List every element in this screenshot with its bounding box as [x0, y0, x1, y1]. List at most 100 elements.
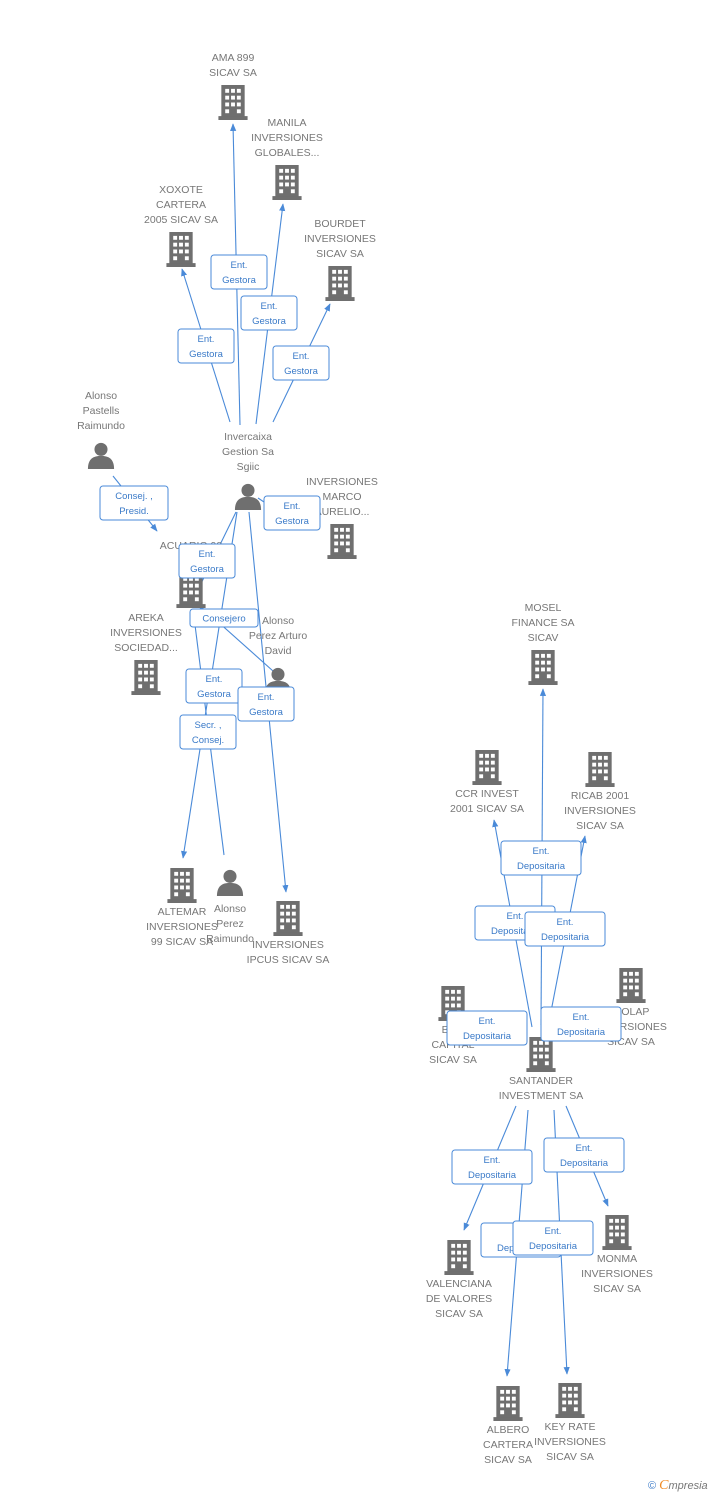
- edge-label-text: Depositaria: [541, 932, 590, 943]
- node-label-line: IPCUS SICAV SA: [247, 954, 330, 966]
- edge-label-box[interactable]: Ent.Gestora: [240, 295, 298, 331]
- edge-label-box[interactable]: Ent.Depositaria: [500, 840, 582, 876]
- edge-label-frame: [543, 1137, 625, 1173]
- edge-label-box[interactable]: Consejero: [189, 608, 259, 628]
- edge-label-text: Ent.: [199, 549, 216, 560]
- node-label-line: ALTEMAR: [158, 906, 207, 918]
- node-label-line: SICAV SA: [593, 1283, 641, 1295]
- node-manila[interactable]: MANILAINVERSIONESGLOBALES...: [251, 117, 323, 200]
- building-icon: [444, 1240, 474, 1275]
- edge-label-text: Gestora: [249, 707, 284, 718]
- node-label-line: INVERSIONES: [581, 1268, 653, 1280]
- edge-label-text: Ent.: [573, 1012, 590, 1023]
- edge-label-box[interactable]: Ent.Gestora: [210, 254, 268, 290]
- edge-label-box[interactable]: Ent. Depositaria: [524, 911, 606, 947]
- edge-label-box[interactable]: Ent.Depositaria: [543, 1137, 625, 1173]
- node-label-line: SICAV SA: [576, 820, 624, 832]
- node-label-line: RICAB 2001: [571, 790, 630, 802]
- brand-logo-initial: C: [659, 1478, 669, 1493]
- node-label-line: MONMA: [597, 1253, 637, 1265]
- edge-label-box[interactable]: Ent.Gestora: [237, 686, 295, 722]
- edge-label-text: Ent.: [284, 501, 301, 512]
- node-label-line: 2005 SICAV SA: [144, 214, 218, 226]
- node-areka[interactable]: AREKAINVERSIONESSOCIEDAD...: [110, 612, 182, 695]
- node-label-line: AMA 899: [212, 52, 255, 64]
- edge-label-text: Ent.: [198, 334, 215, 345]
- edge-label-text: Presid.: [119, 506, 149, 517]
- edge-label-box[interactable]: Ent. Gestora: [178, 543, 236, 579]
- edge-label-text: Gestora: [275, 516, 310, 527]
- node-label-line: Alonso: [262, 615, 294, 627]
- person-icon: [234, 483, 262, 510]
- building-icon: [166, 232, 196, 267]
- edge-label-text: Ent.: [557, 917, 574, 928]
- edge-label-frame: [540, 1006, 622, 1042]
- node-label-line: Perez Arturo: [249, 630, 308, 642]
- edge-label-box[interactable]: Ent.Depositaria: [540, 1006, 622, 1042]
- edge-label-text: Ent.: [533, 846, 550, 857]
- edge-label-frame: [272, 345, 330, 381]
- edge-label-box[interactable]: Ent.Depositaria: [446, 1010, 528, 1046]
- edge-label-box[interactable]: Secr. ,Consej.: [179, 714, 237, 750]
- edge-label-box[interactable]: Ent. Gestora: [177, 328, 235, 364]
- node-label-line: INVERSIONES: [306, 476, 378, 488]
- node-label-line: INVESTMENT SA: [499, 1090, 583, 1102]
- node-label-line: ALBERO: [487, 1424, 530, 1436]
- node-label-line: AURELIO...: [315, 506, 370, 518]
- edge-label-frame: [451, 1149, 533, 1185]
- building-icon: [526, 1037, 556, 1072]
- node-label-line: MOLAP: [613, 1006, 650, 1018]
- node-label-line: CCR INVEST: [455, 788, 519, 800]
- edge-label-text: Ent.: [479, 1016, 496, 1027]
- edge-label-frame: [524, 911, 606, 947]
- node-label-line: SOCIEDAD...: [114, 642, 178, 654]
- node-label-line: SICAV SA: [484, 1454, 532, 1466]
- edge-label-box[interactable]: Ent.Gestora: [272, 345, 330, 381]
- building-icon: [555, 1383, 585, 1418]
- edge-label-text: Ent.: [545, 1226, 562, 1237]
- edge-label-text: Ent.: [231, 260, 248, 271]
- edge-label-text: Consejero: [202, 614, 245, 625]
- edge-label-box[interactable]: Consej. ,Presid.: [99, 485, 169, 521]
- edge-label-text: Gestora: [189, 349, 224, 360]
- edge-label-box[interactable]: Ent.Depositaria: [451, 1149, 533, 1185]
- edge-label-frame: [178, 543, 236, 579]
- node-label-line: BOURDET: [314, 218, 366, 230]
- edge-label-text: Gestora: [190, 564, 225, 575]
- node-monma[interactable]: MONMA INVERSIONES SICAV SA: [581, 1215, 653, 1295]
- edge-label-text: Ent.: [576, 1143, 593, 1154]
- brand-footer[interactable]: © Cmpresia: [648, 1478, 708, 1494]
- edges-layer: [112, 123, 613, 1377]
- edge-label-text: Secr. ,: [195, 720, 222, 731]
- building-icon: [218, 85, 248, 120]
- edge-label-frame: [446, 1010, 528, 1046]
- node-label-line: SICAV SA: [546, 1451, 594, 1463]
- node-albero[interactable]: ALBERO CARTERA SICAV SA: [483, 1386, 533, 1466]
- node-label-line: MOSEL: [525, 602, 562, 614]
- node-label-line: CARTERA: [483, 1439, 533, 1451]
- edge-label-box[interactable]: Ent. Gestora: [263, 495, 321, 531]
- node-label-line: SICAV: [528, 632, 559, 644]
- edge-label-box[interactable]: Ent.Depositaria: [512, 1220, 594, 1256]
- node-label-line: INVERSIONES: [251, 132, 323, 144]
- node-label-line: CARTERA: [156, 199, 206, 211]
- edge-label-text: Depositaria: [491, 926, 540, 937]
- edge-label-box[interactable]: Ent.Gestora: [185, 668, 243, 704]
- node-marco[interactable]: INVERSIONESMARCOAURELIO...: [306, 476, 378, 559]
